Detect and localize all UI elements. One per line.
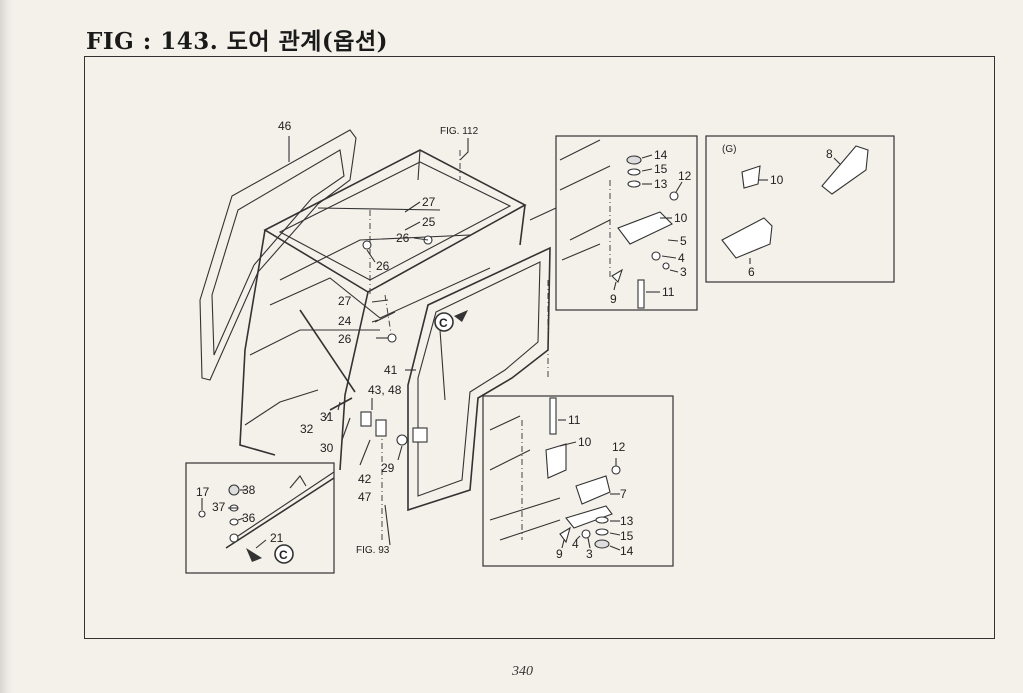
callout-32: 32 [300, 422, 314, 436]
callout-42: 42 [358, 472, 372, 486]
lr-callout-4: 4 [572, 537, 579, 551]
weather-strip [374, 311, 396, 323]
callout-27b: 27 [338, 294, 352, 308]
weather-strip [317, 207, 441, 211]
page-title: FIG : 143. 도어 관계(옵션) [86, 28, 388, 55]
bolt [387, 333, 397, 343]
detail-box-top-right: 14 15 13 12 10 5 4 3 9 11 [529, 135, 698, 311]
front-right-pillar [519, 204, 526, 246]
bracket-8 [821, 145, 869, 195]
lr-callout-13: 13 [620, 514, 634, 528]
cab-assembly [199, 129, 551, 546]
side-rail-mid [269, 267, 491, 319]
main-callouts: 46 27 25 26 26 27 24 26 41 43, 48 31 32 … [278, 119, 479, 556]
side-rail-lower [249, 329, 380, 356]
door-panel [407, 246, 551, 512]
side-rail-upper [279, 234, 471, 281]
ll-callout-38: 38 [242, 483, 256, 497]
door-lock [412, 427, 428, 443]
lr-callout-12: 12 [612, 440, 626, 454]
callout-30: 30 [320, 441, 334, 455]
callout-c-strut-letter: C [279, 548, 288, 562]
strut-bracket [329, 397, 353, 411]
callout-43-48: 43, 48 [368, 383, 402, 397]
hinge-bracket [375, 419, 387, 437]
ref-fig-93: FIG. 93 [356, 545, 390, 556]
fr-callout-8: 8 [826, 147, 833, 161]
floor-rail [244, 389, 319, 426]
tr-callout-11: 11 [662, 285, 675, 299]
tr-callout-10: 10 [674, 211, 688, 225]
frame-lines [559, 139, 611, 261]
dashed-guide [384, 294, 393, 341]
leader-lines [288, 136, 469, 546]
detail-box-far-right: (G) 10 8 6 [705, 135, 895, 283]
tr-callout-12: 12 [678, 169, 692, 183]
fr-callout-6: 6 [748, 265, 755, 279]
callout-41: 41 [384, 363, 398, 377]
callout-c-door: C [434, 310, 468, 332]
roof-inner [278, 161, 512, 281]
rear-window-panel [199, 129, 357, 381]
lr-callout-7: 7 [620, 487, 627, 501]
callout-26b: 26 [376, 259, 390, 273]
strut-rod-edge [231, 471, 335, 541]
lr-callout-3: 3 [586, 547, 593, 561]
rear-right-pillar [417, 149, 421, 181]
tr-callout-14: 14 [654, 148, 668, 162]
tr-callout-5: 5 [680, 234, 687, 248]
lr-callout-9: 9 [556, 547, 563, 561]
callout-c-door-letter: C [439, 316, 448, 330]
ref-fig-112: FIG. 112 [440, 126, 479, 137]
hinge-pin [396, 434, 408, 446]
callout-26: 26 [396, 231, 410, 245]
tr-callout-13: 13 [654, 177, 668, 191]
ll-callout-37: 37 [212, 500, 226, 514]
tr-callout-4: 4 [678, 251, 685, 265]
detail-leader [529, 207, 557, 221]
lr-callout-10: 10 [578, 435, 592, 449]
lr-callout-11: 11 [568, 413, 581, 427]
lr-callout-14: 14 [620, 544, 634, 558]
frame-lines [489, 415, 561, 541]
bracket-6 [721, 217, 773, 259]
door-glass [417, 261, 541, 497]
lr-callout-15: 15 [620, 529, 634, 543]
ll-callout-21: 21 [270, 531, 284, 545]
detail-box-lower-right: 11 10 12 7 13 15 14 9 4 3 [482, 395, 674, 567]
callout-31: 31 [320, 410, 334, 424]
ll-callout-17: 17 [196, 485, 210, 499]
front-left-pillar [339, 291, 369, 471]
callout-26c: 26 [338, 332, 352, 346]
hinge-bracket [360, 411, 372, 427]
callout-29: 29 [381, 461, 395, 475]
strut-rod [225, 477, 335, 549]
tr-callout-15: 15 [654, 162, 668, 176]
callout-46: 46 [278, 119, 292, 133]
bracket-10 [741, 165, 761, 189]
diagram-frame [84, 56, 995, 639]
callout-c-strut [274, 544, 294, 564]
tr-callout-9: 9 [610, 292, 617, 306]
ll-callout-36: 36 [242, 511, 256, 525]
fr-callout-10: 10 [770, 173, 784, 187]
callout-25: 25 [422, 215, 436, 229]
bolt [362, 240, 372, 250]
rear-window-glass [211, 149, 345, 356]
detail-box-lower-left: 17 38 37 36 21 C [185, 462, 335, 574]
gas-strut [299, 309, 356, 393]
callout-27: 27 [422, 195, 436, 209]
callout-47: 47 [358, 490, 372, 504]
variant-note: (G) [722, 144, 736, 155]
rear-pillar [239, 229, 276, 456]
hinge-plate [617, 211, 673, 245]
callout-24: 24 [338, 314, 352, 328]
book-spine [0, 0, 14, 693]
tr-callout-3: 3 [680, 265, 687, 279]
door-seal [439, 329, 446, 401]
page-number: 340 [512, 664, 533, 679]
